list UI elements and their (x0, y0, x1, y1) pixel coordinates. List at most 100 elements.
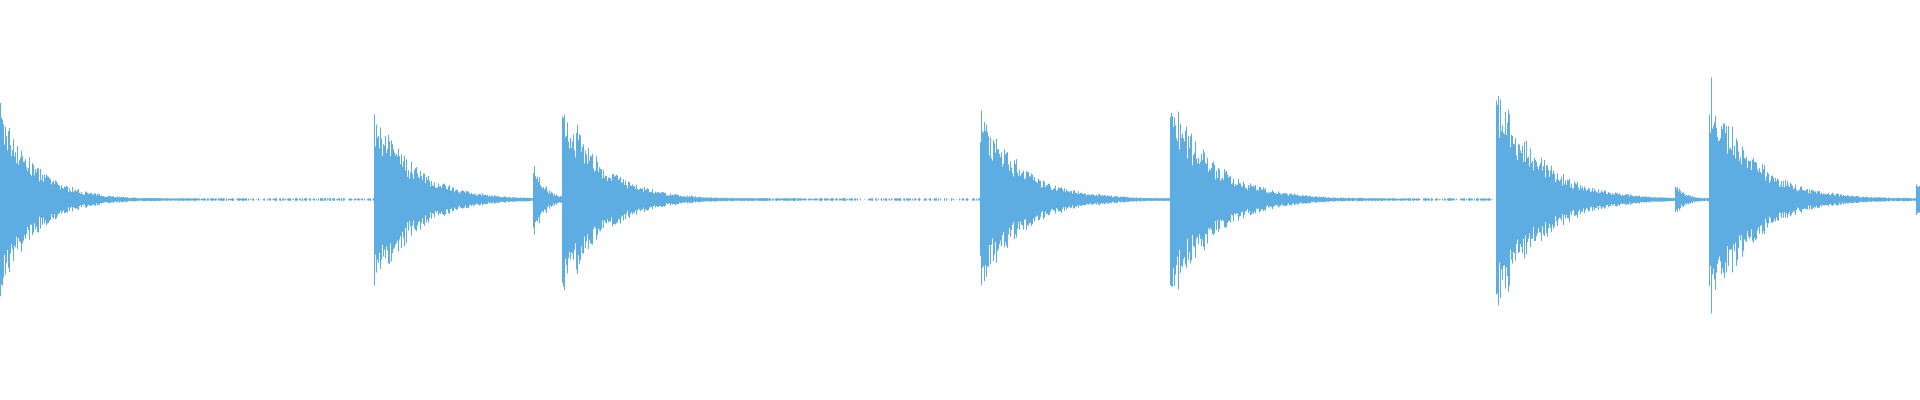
waveform-sample (929, 198, 930, 201)
waveform-sample (461, 191, 462, 208)
waveform-sample (1163, 198, 1164, 201)
waveform-sample (91, 192, 92, 206)
waveform-sample (1858, 196, 1859, 203)
waveform-sample (678, 195, 679, 204)
waveform-sample (570, 138, 571, 260)
waveform-sample (1095, 195, 1096, 204)
waveform-sample (1048, 184, 1049, 216)
waveform-sample (1764, 165, 1765, 234)
waveform-sample (1355, 198, 1356, 201)
waveform-sample (1507, 122, 1508, 276)
waveform-sample (988, 136, 989, 268)
waveform-sample (1854, 196, 1855, 203)
waveform-sample (1779, 187, 1780, 213)
waveform-sample (1393, 198, 1394, 201)
waveform-sample (128, 198, 129, 201)
waveform-sample (1910, 198, 1911, 201)
waveform-sample (1234, 186, 1235, 214)
waveform-sample (14, 156, 15, 246)
waveform-sample (1105, 195, 1106, 204)
waveform-sample (1592, 188, 1593, 211)
waveform-sample (788, 198, 789, 201)
waveform-sample (684, 196, 685, 203)
waveform-sample (668, 195, 669, 204)
waveform-sample (69, 188, 70, 212)
waveform-sample (1423, 198, 1424, 201)
waveform-sample (175, 198, 176, 201)
waveform-sample (1143, 198, 1144, 202)
waveform-sample (857, 198, 858, 201)
waveform-sample (959, 198, 960, 201)
waveform-sample (1338, 198, 1339, 201)
waveform-sample (122, 197, 123, 202)
waveform-sample (94, 193, 95, 206)
waveform-sample (289, 198, 290, 201)
waveform-sample (1550, 170, 1551, 228)
waveform-sample (1016, 159, 1017, 238)
waveform-sample (282, 198, 283, 201)
waveform-sample (1820, 194, 1821, 205)
waveform-sample (1685, 195, 1686, 204)
waveform-sample (1542, 170, 1543, 227)
waveform-sample (1614, 194, 1615, 204)
waveform-sample (1711, 77, 1712, 314)
waveform-sample (42, 174, 43, 225)
waveform-sample (1796, 189, 1797, 210)
waveform-sample (825, 198, 826, 201)
waveform-sample (1560, 179, 1561, 219)
waveform-sample (408, 170, 409, 231)
waveform-sample (1695, 197, 1696, 202)
waveform-sample (1120, 196, 1121, 203)
waveform-sample (1620, 194, 1621, 205)
waveform-sample (130, 198, 131, 201)
waveform-sample (404, 156, 405, 247)
waveform-sample (58, 185, 59, 214)
waveform-sample (712, 198, 713, 201)
waveform-sample (1088, 194, 1089, 205)
waveform-sample (1569, 178, 1570, 222)
waveform-sample (1609, 193, 1610, 206)
waveform-sample (1391, 198, 1392, 201)
waveform-sample (1206, 163, 1207, 235)
waveform-sample (549, 190, 550, 209)
waveform-sample (1551, 165, 1552, 232)
waveform-sample (648, 189, 649, 210)
waveform-sample (1312, 196, 1313, 203)
waveform-sample (847, 198, 848, 201)
waveform-sample (1581, 188, 1582, 212)
waveform-sample (97, 193, 98, 206)
waveform-sample (1644, 196, 1645, 203)
waveform-sample (1698, 197, 1699, 202)
waveform-sample (462, 190, 463, 209)
waveform-sample (1870, 197, 1871, 202)
waveform-sample (1651, 197, 1652, 202)
waveform-sample (1708, 197, 1709, 202)
waveform-sample (1180, 124, 1181, 273)
waveform-sample (1182, 133, 1183, 267)
waveform-sample (1078, 191, 1079, 208)
waveform-sample (795, 198, 796, 201)
waveform-sample (1304, 196, 1305, 204)
waveform-sample (1871, 197, 1872, 202)
waveform-sample (786, 198, 787, 201)
waveform-sample (1916, 184, 1917, 215)
waveform-sample (650, 191, 651, 207)
waveform-sample (1508, 109, 1509, 292)
waveform-sample (1370, 198, 1371, 201)
waveform-sample (1165, 198, 1166, 201)
waveform-sample (201, 198, 202, 201)
waveform-sample (1908, 198, 1909, 201)
waveform-sample (854, 198, 855, 201)
waveform-sample (660, 193, 661, 207)
waveform-sample (1127, 196, 1128, 202)
waveform-sample (135, 197, 136, 202)
waveform-sample (565, 137, 566, 259)
waveform-sample (556, 194, 557, 205)
waveform-sample (1218, 168, 1219, 232)
waveform-sample (828, 198, 829, 201)
waveform-sample (3, 124, 4, 278)
waveform-sample (341, 198, 342, 201)
waveform-sample (820, 198, 821, 201)
waveform-sample (1558, 179, 1559, 220)
